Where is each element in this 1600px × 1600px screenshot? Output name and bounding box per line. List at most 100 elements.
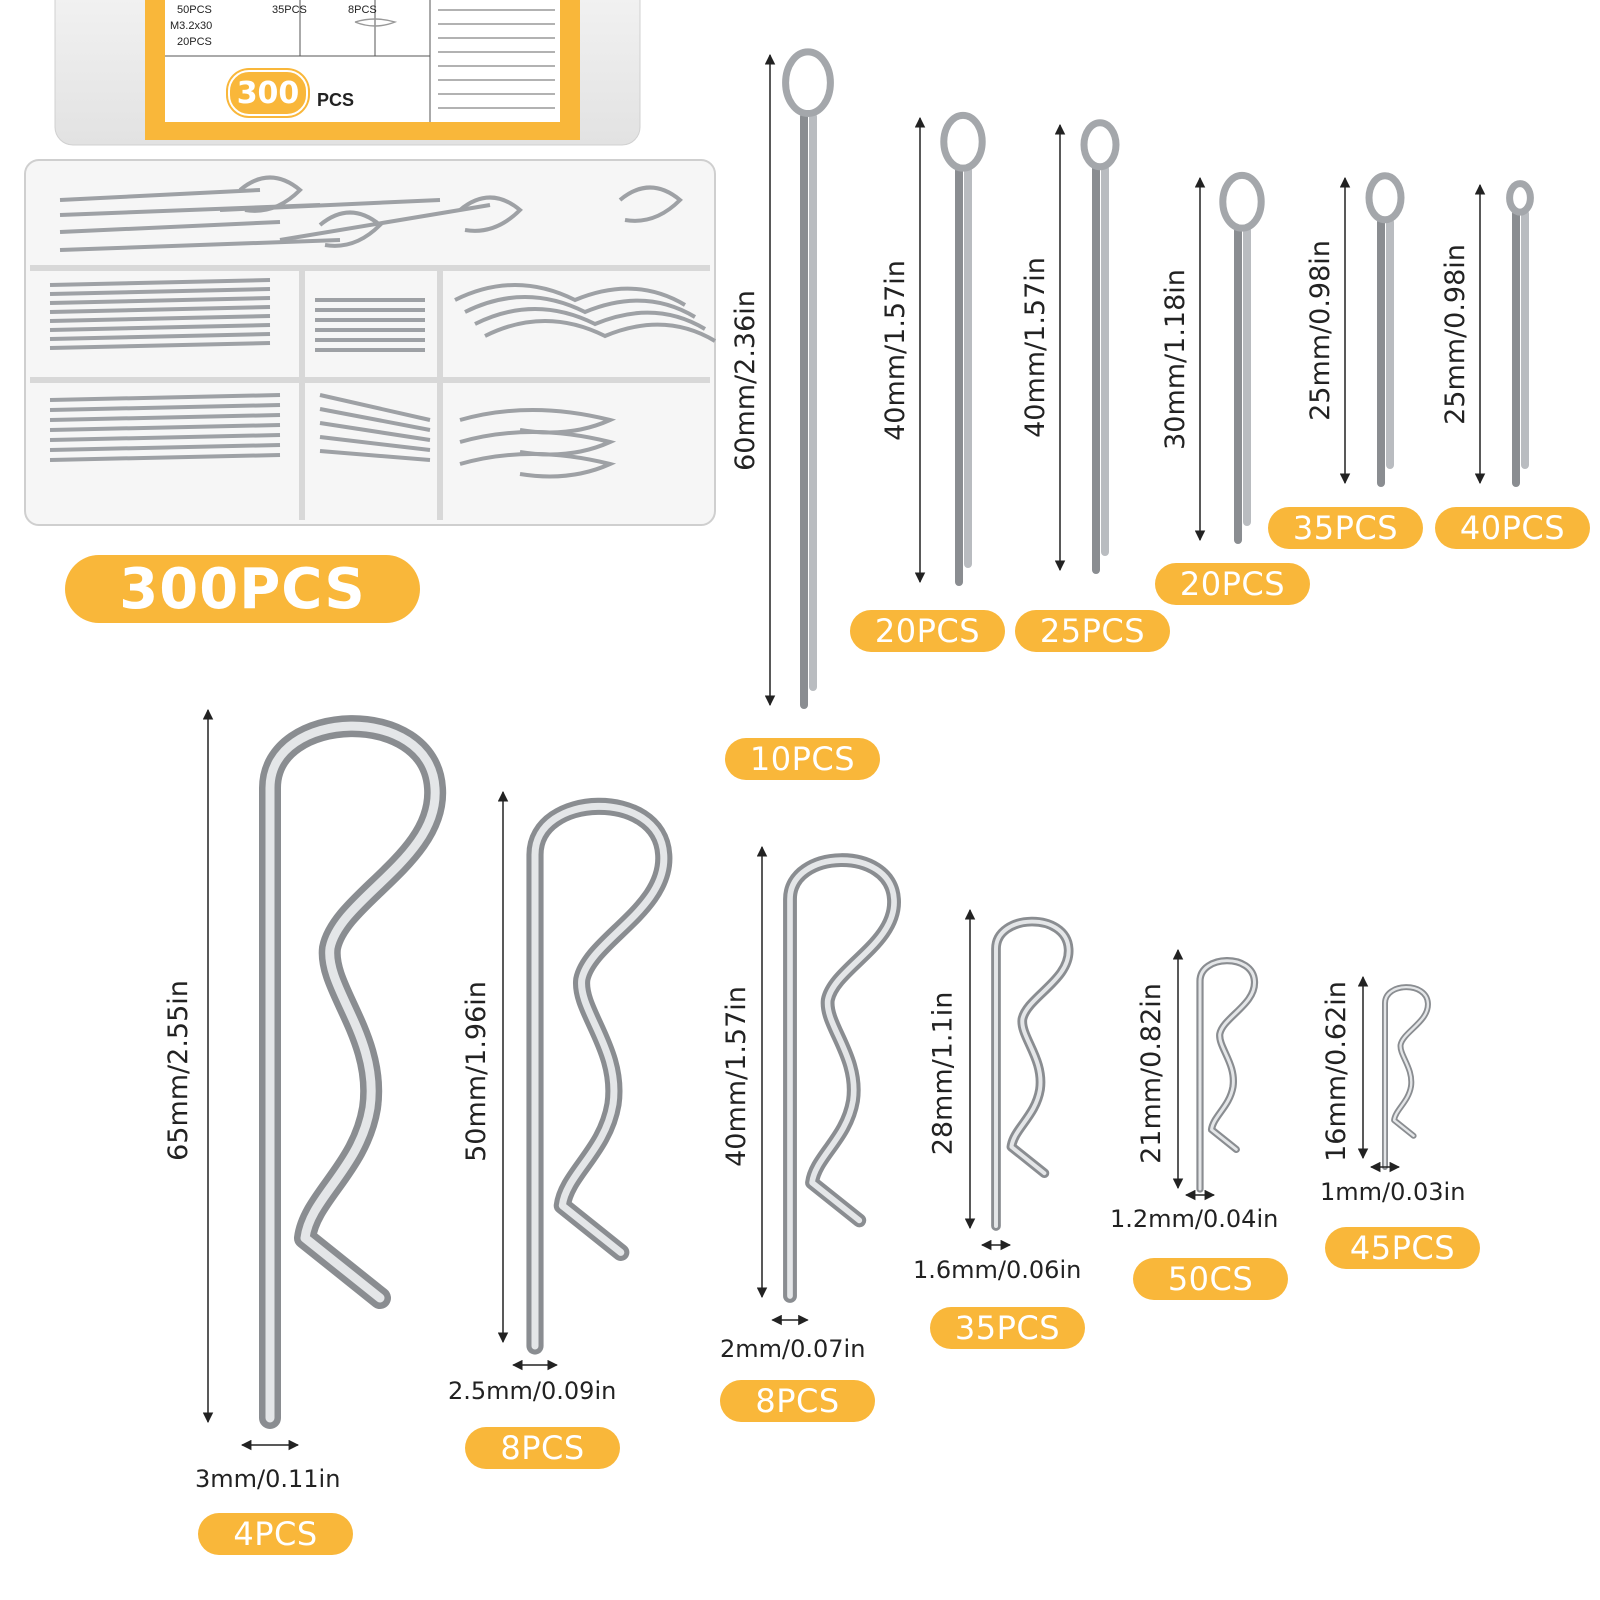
tray-r-clip bbox=[238, 175, 303, 213]
total-count-badge: 300PCS bbox=[65, 555, 420, 623]
tray-r-clip bbox=[459, 452, 617, 479]
r-clip-qty-badge: 8PCS bbox=[465, 1427, 620, 1469]
box-label-badge: 300 bbox=[228, 70, 308, 116]
box-label-qty-1: 50PCS bbox=[177, 4, 212, 16]
tray-cotter-pin bbox=[49, 305, 271, 314]
r-clip-body bbox=[259, 715, 447, 1429]
cotter-pin-eye bbox=[782, 48, 834, 118]
tray-r-clip bbox=[618, 185, 683, 223]
tray-cotter-pin bbox=[49, 413, 281, 422]
tray-cotter-pin bbox=[49, 393, 281, 402]
tray-cotter-pin bbox=[59, 188, 261, 202]
warning-text-lines bbox=[438, 9, 555, 109]
r-clip bbox=[991, 916, 1074, 1231]
r-clip-qty-badge: 50CS bbox=[1133, 1258, 1288, 1300]
tray-r-clip bbox=[458, 195, 523, 233]
tray-pins bbox=[49, 175, 717, 479]
r-clip-body bbox=[783, 853, 901, 1303]
tray-cotter-pin bbox=[319, 421, 431, 442]
tray-cotter-pin bbox=[49, 403, 281, 412]
cotter-pin bbox=[1506, 180, 1534, 487]
r-clip bbox=[783, 853, 901, 1303]
cotter-pin-qty-badge: 10PCS bbox=[725, 738, 880, 780]
box-badge-suffix: PCS bbox=[317, 90, 355, 110]
r-clip-qty-badge: 45PCS bbox=[1325, 1227, 1480, 1269]
tray-cotter-pin bbox=[49, 287, 271, 296]
tray-cotter-pin bbox=[319, 449, 431, 462]
tray-cotter-pin bbox=[49, 323, 271, 332]
tray-cotter-pin bbox=[49, 443, 281, 452]
r-clip-length-label: 40mm/1.57in bbox=[720, 985, 752, 1167]
tray-cotter-pin bbox=[319, 435, 431, 452]
box-label-size: M3.2x30 bbox=[170, 20, 213, 32]
r-clip-qty-badge: 4PCS bbox=[198, 1513, 353, 1555]
tray-r-clip bbox=[474, 307, 707, 331]
r-clip-length-label: 21mm/0.82in bbox=[1135, 982, 1167, 1164]
r-clip bbox=[259, 715, 447, 1429]
cotter-pin bbox=[1365, 172, 1405, 487]
r-clip-length-label: 16mm/0.62in bbox=[1320, 981, 1352, 1162]
cotter-pin-qty-badge: 20PCS bbox=[850, 610, 1005, 652]
tray-cotter-pin bbox=[59, 238, 341, 252]
r-clip bbox=[1382, 984, 1431, 1170]
r-clip-highlight bbox=[787, 857, 897, 1299]
r-clip-highlight bbox=[994, 919, 1071, 1228]
r-clip-body bbox=[991, 916, 1074, 1231]
r-clip bbox=[526, 797, 673, 1355]
r-clip-diameter-label: 2.5mm/0.09in bbox=[448, 1377, 617, 1405]
tray-r-clip bbox=[484, 319, 717, 343]
cotter-pin-length-label: 25mm/0.98in bbox=[1304, 240, 1336, 421]
tray-r-clip bbox=[318, 210, 383, 248]
tray-cotter-pin bbox=[49, 278, 271, 287]
r-clip-diameter-label: 1mm/0.03in bbox=[1320, 1178, 1466, 1206]
cotter-pin bbox=[1080, 119, 1120, 574]
cotter-pin-eye bbox=[1219, 171, 1265, 232]
box-label-qty-3: 35PCS bbox=[272, 4, 307, 16]
cotter-pin-length-label: 60mm/2.36in bbox=[729, 289, 761, 471]
tray-cotter-pin bbox=[49, 453, 281, 462]
tray-cotter-pin bbox=[319, 393, 431, 422]
tray-cotter-pin bbox=[49, 332, 271, 341]
cotter-pin-length-label: 25mm/0.98in bbox=[1439, 243, 1471, 425]
tray-r-clip bbox=[454, 283, 687, 307]
r-clip-qty-badge: 35PCS bbox=[930, 1307, 1085, 1349]
tray-cotter-pin bbox=[49, 341, 271, 350]
r-clip-highlight bbox=[531, 802, 668, 1350]
tray-cotter-pin bbox=[219, 198, 441, 212]
cotter-pin-length-label: 30mm/1.18in bbox=[1159, 268, 1191, 450]
box-badge-number: 300 bbox=[236, 75, 300, 111]
storage-box-photo bbox=[24, 0, 717, 526]
tray-cotter-pin bbox=[49, 314, 271, 323]
tray-cotter-pin bbox=[49, 433, 281, 442]
cotter-pin-eye bbox=[1506, 180, 1534, 216]
r-clip-body bbox=[526, 797, 673, 1355]
cotter-pin bbox=[782, 48, 834, 709]
cotter-pin-eye bbox=[1365, 172, 1405, 224]
r-clip-body bbox=[1382, 984, 1431, 1170]
tray-cotter-pin bbox=[49, 296, 271, 305]
cotter-pin-eye bbox=[1080, 119, 1120, 171]
r-clip bbox=[1196, 957, 1259, 1193]
box-label-qty-2: 20PCS bbox=[177, 36, 212, 48]
cotter-pin bbox=[1219, 171, 1265, 544]
r-clip-length-label: 28mm/1.1in bbox=[927, 991, 959, 1155]
r-clip-highlight bbox=[1383, 985, 1430, 1169]
r-clip-diameter-label: 1.6mm/0.06in bbox=[913, 1256, 1082, 1284]
r-clip-length-label: 65mm/2.55in bbox=[162, 979, 194, 1161]
cotter-pin-qty-badge: 40PCS bbox=[1435, 507, 1590, 549]
r-clip-diameter-label: 2mm/0.07in bbox=[720, 1335, 866, 1363]
r-clip-highlight bbox=[265, 721, 440, 1423]
cotter-pin-eye bbox=[940, 111, 986, 172]
tray-cotter-pin bbox=[319, 407, 431, 432]
cotter-pin-length-label: 40mm/1.57in bbox=[1019, 257, 1051, 438]
tray-cotter-pin bbox=[279, 203, 491, 242]
r-clip-length-label: 50mm/1.96in bbox=[460, 980, 492, 1162]
cotter-pin-qty-badge: 35PCS bbox=[1268, 507, 1423, 549]
box-label-qty-4: 8PCS bbox=[348, 4, 377, 16]
r-clip-diameter-label: 1.2mm/0.04in bbox=[1110, 1205, 1279, 1233]
tray-cotter-pin bbox=[59, 220, 281, 234]
r-clip-diameter-label: 3mm/0.11in bbox=[195, 1465, 341, 1493]
cotter-pin-length-label: 40mm/1.57in bbox=[879, 259, 911, 441]
